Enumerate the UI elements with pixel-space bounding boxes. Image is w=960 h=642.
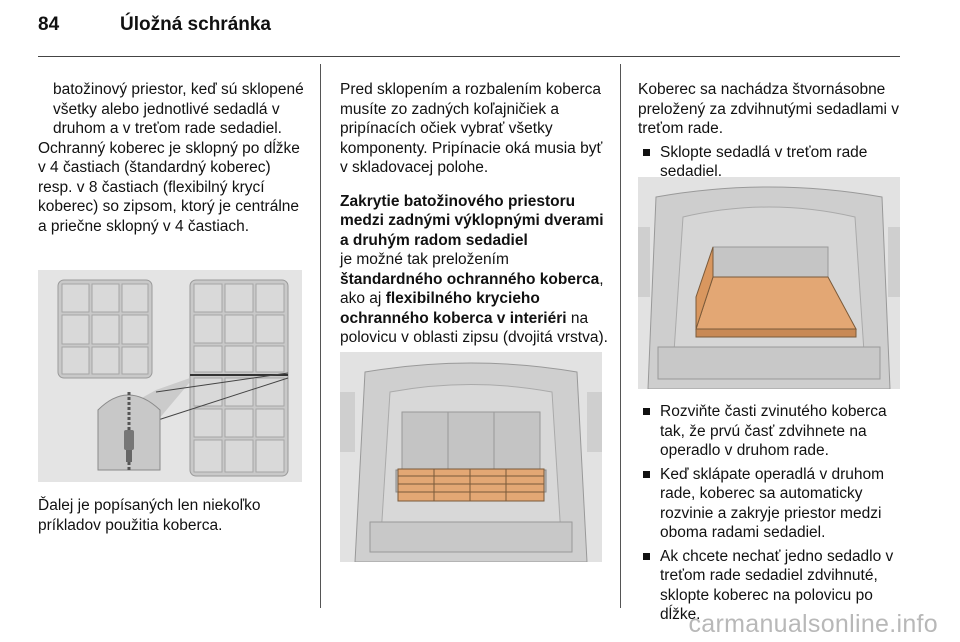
- cover-method-text-1: je možné tak preložením: [340, 251, 509, 268]
- bullet-marker: [643, 408, 650, 415]
- column-3-bottom: Rozviňte časti zvinutého koberca tak, že…: [638, 402, 903, 625]
- subheading-cover-cargo-area: Zakrytie batožinového priestoru medzi za…: [340, 192, 604, 249]
- trunk-folded-carpet-illustration: [340, 352, 602, 562]
- bullet-text: Rozviňte časti zvinutého koberca tak, že…: [660, 403, 887, 459]
- bullet-unroll-carpet: Rozviňte časti zvinutého koberca tak, že…: [638, 402, 903, 461]
- header-rule: [38, 56, 900, 57]
- watermark: carmanualsonline.info: [688, 610, 938, 638]
- column-1-bottom: Ďalej je popísaných len niekoľko príklad…: [38, 496, 308, 535]
- bullet-fold-third-row: Sklopte sedadlá v treťom rade sedadiel.: [638, 143, 903, 182]
- paragraph-carpet-folding: Ochranný koberec je sklopný po dĺžke v 4…: [38, 139, 300, 235]
- column-divider-1: [320, 64, 321, 608]
- figure-car-trunk-folded-carpet: [340, 352, 602, 562]
- bullet-one-seat-up: Ak chcete nechať jedno sedadlo v treťom …: [638, 547, 903, 625]
- paragraph-examples: Ďalej je popísaných len niekoľko príklad…: [38, 497, 261, 534]
- page-number: 84: [38, 14, 60, 35]
- continued-paragraph: batožinový priestor, keď sú sklopené vše…: [53, 81, 304, 137]
- standard-carpet-icon: [57, 279, 153, 379]
- bullet-text: Ak chcete nechať jedno sedadlo v treťom …: [660, 547, 894, 624]
- page-title: Úložná schránka: [120, 14, 271, 35]
- column-3: Koberec sa nachádza štvornásobne prelože…: [638, 80, 903, 182]
- bullet-text: Keď sklápate operadlá v druhom rade, kob…: [660, 465, 885, 542]
- figure-car-trunk-flat-carpet: [638, 177, 900, 389]
- column-divider-2: [620, 64, 621, 608]
- cover-method-bold-2: flexibilného krycieho ochranného koberca…: [340, 290, 567, 327]
- cover-method-bold-1: štandardného ochranného koberca: [340, 270, 600, 288]
- cover-method-text-2: , ako aj: [340, 270, 604, 308]
- flat-carpet-mat: [695, 246, 857, 338]
- figure-carpet-panels: [38, 270, 302, 482]
- bullet-marker: [643, 470, 650, 478]
- bullet-marker: [643, 552, 650, 560]
- column-1: batožinový priestor, keď sú sklopené vše…: [38, 80, 308, 236]
- trunk-flat-carpet-illustration: [638, 177, 900, 389]
- paragraph-carpet-location: Koberec sa nachádza štvornásobne prelože…: [638, 81, 900, 137]
- paragraph-before-folding: Pred sklopením a rozbalením koberca musí…: [340, 81, 603, 176]
- carpet-panels-illustration: [38, 270, 302, 482]
- cover-method-text-3: na polovicu v oblasti zipsu (dvojitá vrs…: [340, 309, 608, 347]
- flexible-carpet-icon: [189, 279, 289, 477]
- paragraph-cover-method: je možné tak preložením štandardného ochr…: [340, 250, 610, 348]
- bullet-fold-second-row: Keď sklápate operadlá v druhom rade, kob…: [638, 465, 903, 543]
- bullet-marker: [643, 148, 650, 156]
- column-2: Pred sklopením a rozbalením koberca musí…: [340, 80, 610, 348]
- bullet-text: Sklopte sedadlá v treťom rade sedadiel.: [660, 143, 868, 181]
- zipper-detail-icon: [97, 372, 289, 471]
- folded-carpet-mat: [397, 468, 545, 502]
